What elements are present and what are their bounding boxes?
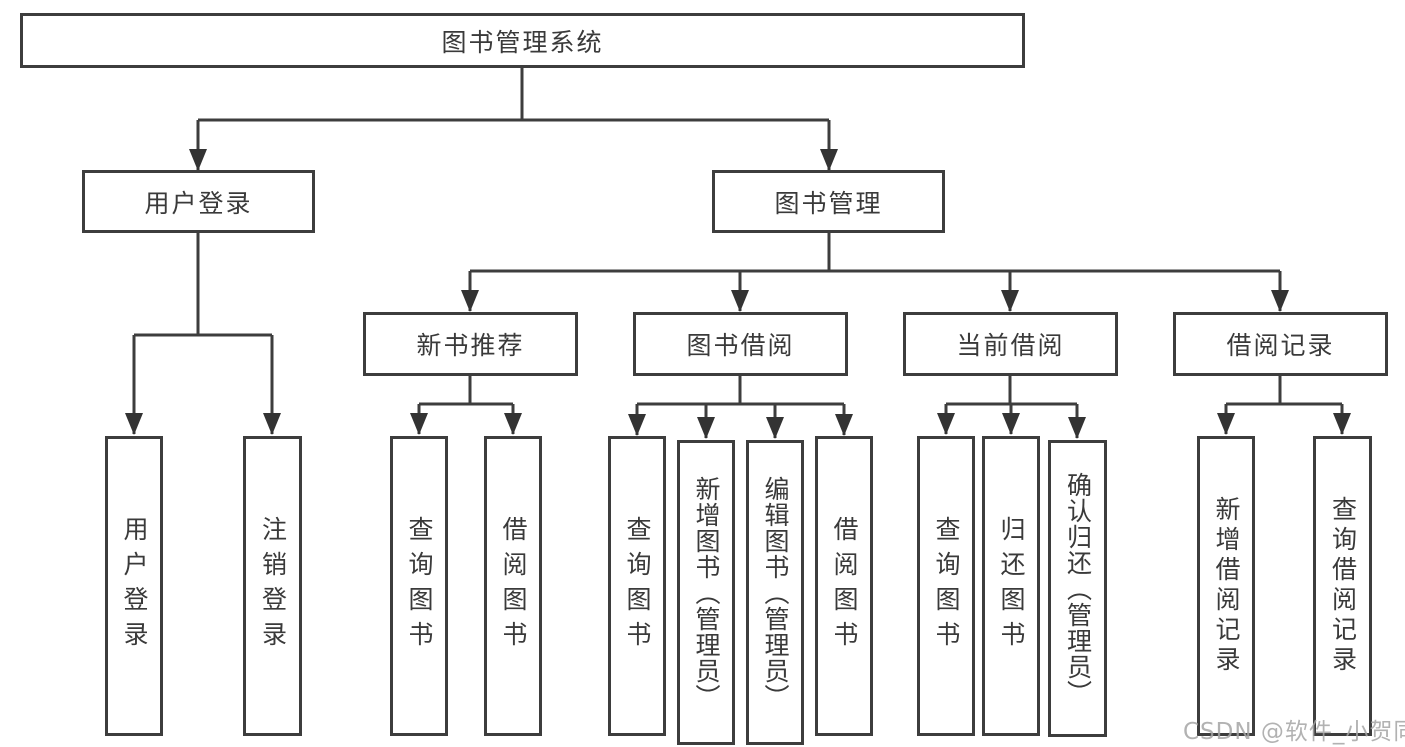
- leaf-label: 查询图书: [623, 516, 652, 656]
- leaf-label: 注销登录: [258, 516, 288, 656]
- node-label: 用户登录: [144, 188, 253, 218]
- node-label: 当前借阅: [956, 331, 1065, 360]
- node-root-library-system: 图书管理系统: [20, 13, 1025, 68]
- leaf-user-login: 用户登录: [105, 436, 163, 736]
- node-label: 图书管理: [774, 188, 883, 218]
- leaf-query-books-borrowing: 查询图书: [608, 436, 666, 736]
- leaf-confirm-return-admin: 确认归还（管理员）: [1048, 440, 1107, 737]
- leaf-borrow-books-recommend: 借阅图书: [484, 436, 542, 736]
- node-label: 图书管理系统: [441, 27, 604, 57]
- leaf-logout-login: 注销登录: [243, 436, 302, 736]
- leaf-label: 查询图书: [932, 516, 961, 656]
- leaf-borrow-books-borrowing: 借阅图书: [815, 436, 873, 736]
- leaf-edit-books-admin: 编辑图书（管理员）: [746, 440, 804, 745]
- leaf-add-borrow-record: 新增借阅记录: [1197, 436, 1255, 736]
- node-book-management: 图书管理: [712, 170, 945, 233]
- node-label: 新书推荐: [416, 331, 525, 360]
- leaf-add-books-admin: 新增图书（管理员）: [677, 440, 735, 745]
- leaf-label: 用户登录: [120, 516, 149, 656]
- leaf-label: 借阅图书: [830, 516, 859, 656]
- leaf-return-books: 归还图书: [982, 436, 1040, 736]
- node-borrow-records: 借阅记录: [1173, 312, 1388, 376]
- leaf-label: 新增借阅记录: [1212, 496, 1241, 676]
- leaf-query-books-recommend: 查询图书: [390, 436, 448, 736]
- node-book-borrowing: 图书借阅: [633, 312, 848, 376]
- leaf-label: 查询借阅记录: [1328, 496, 1358, 676]
- node-label: 借阅记录: [1226, 331, 1335, 360]
- leaf-query-borrow-record: 查询借阅记录: [1313, 436, 1372, 736]
- node-user-login: 用户登录: [82, 170, 315, 233]
- node-current-borrowing: 当前借阅: [903, 312, 1118, 376]
- leaf-label: 借阅图书: [499, 516, 528, 656]
- leaf-query-books-current: 查询图书: [917, 436, 975, 736]
- leaf-label: 确认归还（管理员）: [1063, 471, 1093, 706]
- leaf-label: 新增图书（管理员）: [692, 475, 721, 710]
- node-label: 图书借阅: [686, 331, 795, 360]
- leaf-label: 归还图书: [997, 516, 1026, 656]
- node-new-book-recommend: 新书推荐: [363, 312, 578, 376]
- leaf-label: 编辑图书（管理员）: [761, 475, 790, 710]
- connector-skeleton: [134, 68, 1342, 406]
- leaf-label: 查询图书: [405, 516, 434, 656]
